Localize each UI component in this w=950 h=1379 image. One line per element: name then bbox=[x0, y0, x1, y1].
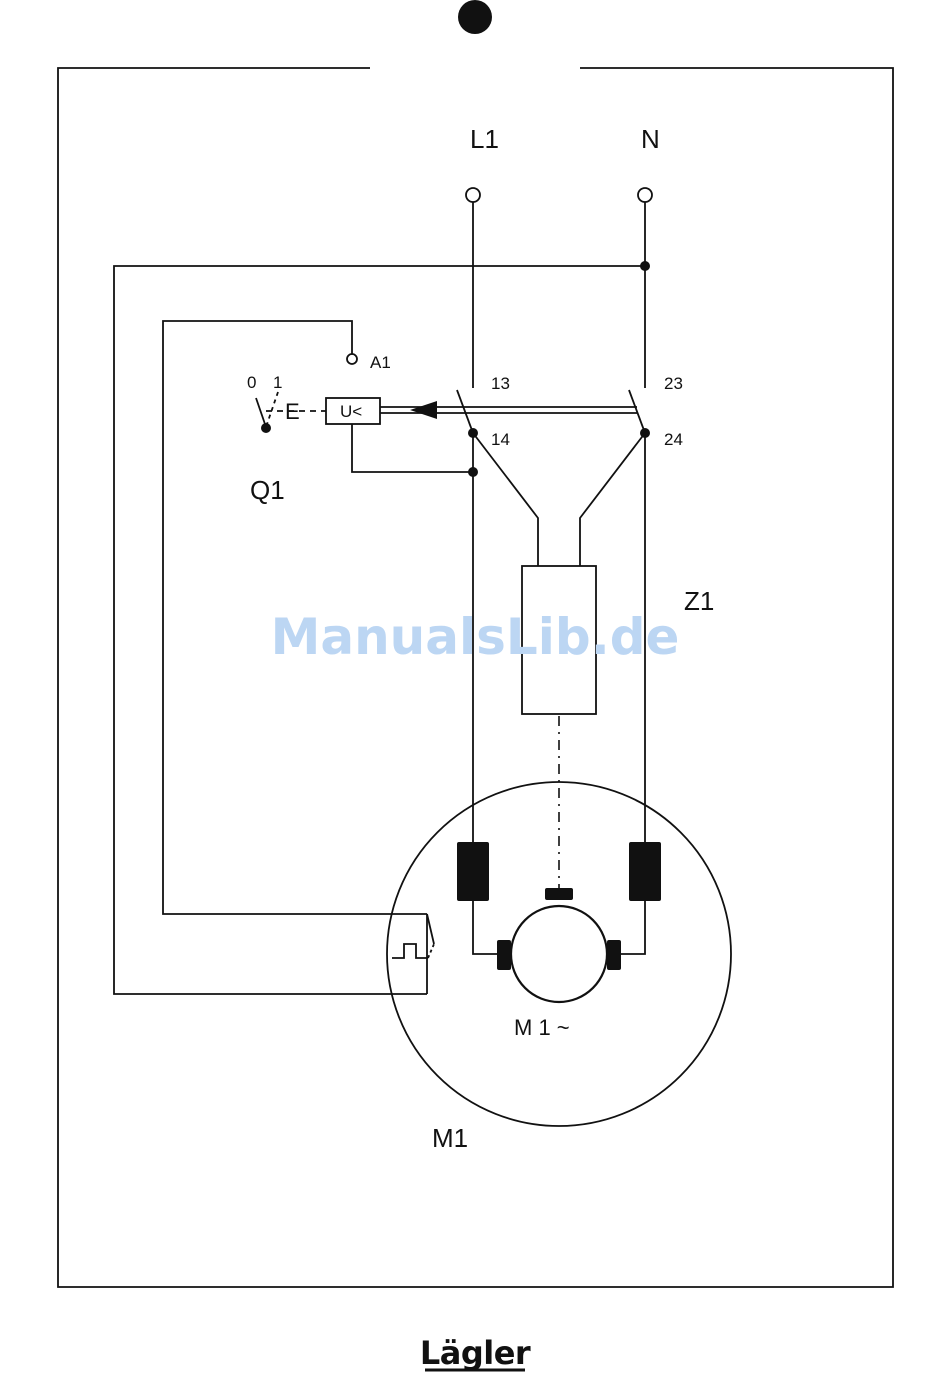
designation-m1: M1 bbox=[432, 1123, 468, 1153]
junction-dots bbox=[261, 261, 650, 477]
coil-terminal-a1-label: A1 bbox=[370, 353, 391, 372]
brand-logo: Lägler bbox=[420, 1334, 531, 1372]
coil-terminal bbox=[347, 354, 357, 364]
watermark: ManualsLib.de bbox=[271, 608, 680, 666]
line-label-l1: L1 bbox=[470, 124, 499, 154]
designation-q1: Q1 bbox=[250, 475, 285, 505]
switch-position-1: 1 bbox=[273, 373, 282, 392]
terminal-24-label: 24 bbox=[664, 430, 683, 449]
designation-z1: Z1 bbox=[684, 586, 714, 616]
brand-logo-text: Lägler bbox=[420, 1334, 531, 1372]
operator-symbol: E bbox=[285, 399, 300, 424]
motor-type-label: M 1 ~ bbox=[514, 1015, 570, 1040]
neutral-label-n: N bbox=[641, 124, 660, 154]
terminal-13-label: 13 bbox=[491, 374, 510, 393]
terminal-23-label: 23 bbox=[664, 374, 683, 393]
link-arrow bbox=[410, 401, 437, 419]
terminal-14-label: 14 bbox=[491, 430, 510, 449]
release-label: U< bbox=[340, 402, 362, 421]
page-marker-dot bbox=[458, 0, 492, 34]
switch-position-0: 0 bbox=[247, 373, 256, 392]
